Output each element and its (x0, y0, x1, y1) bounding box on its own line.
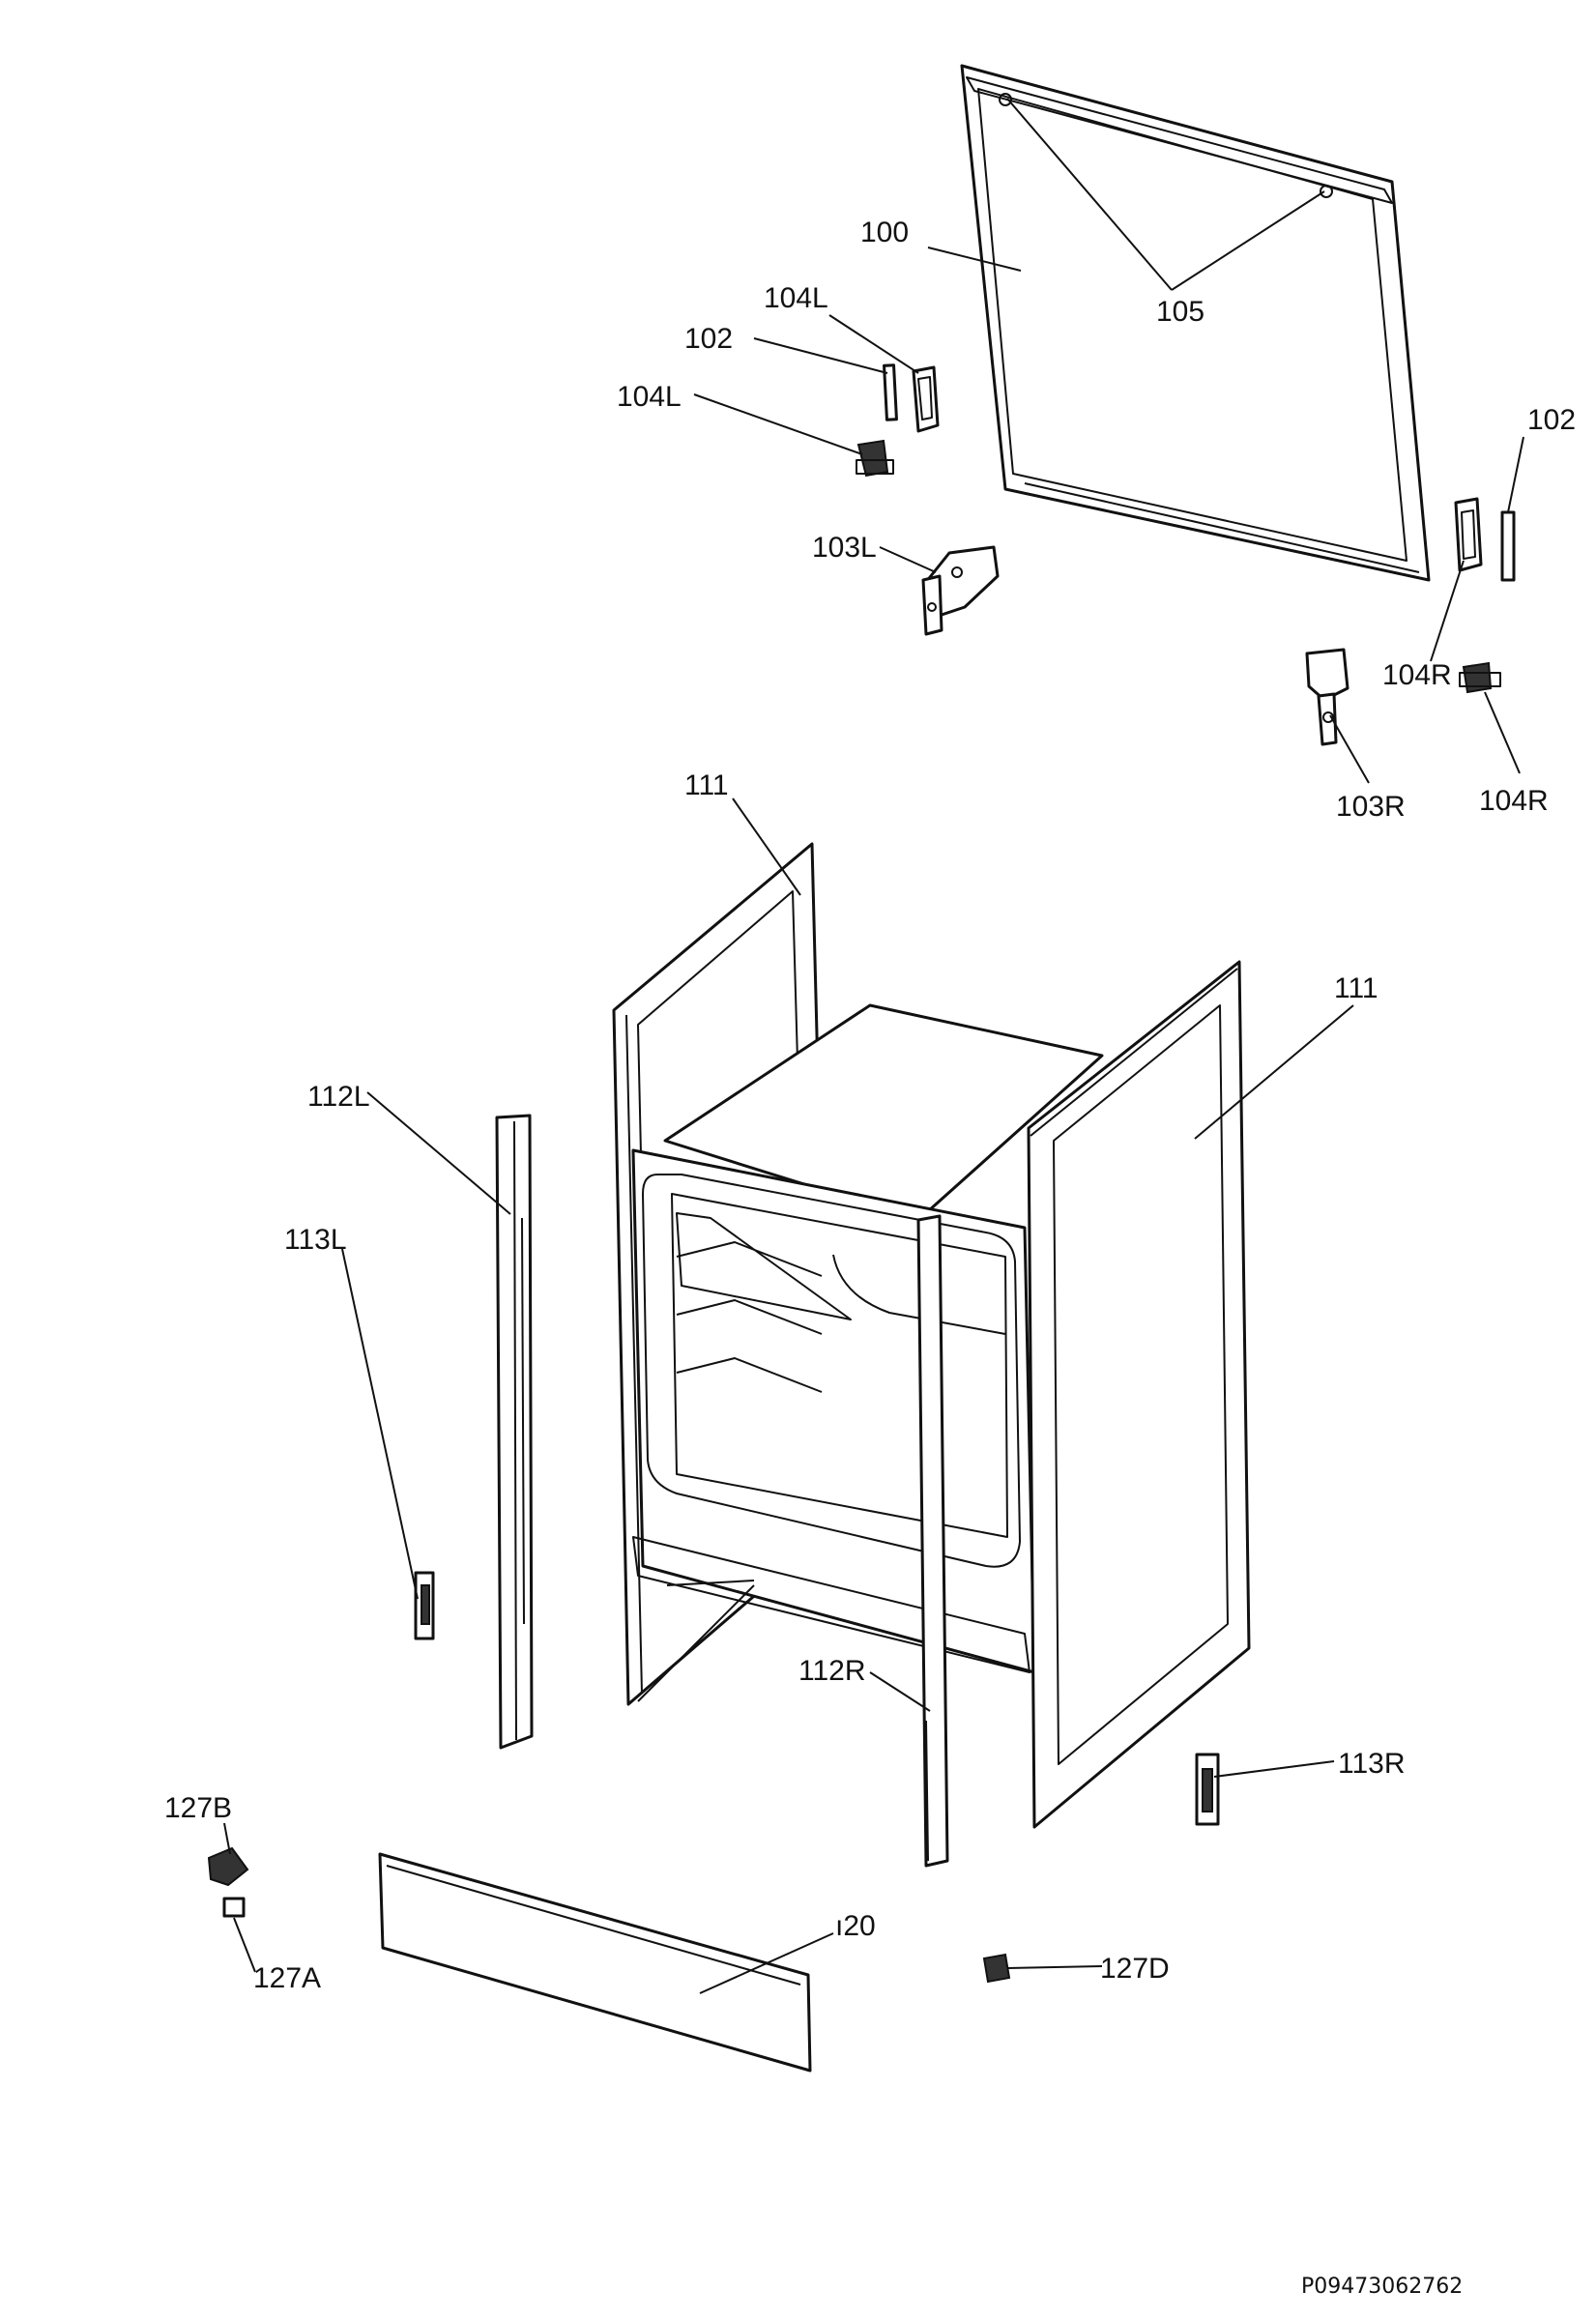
label-120: ı20 (835, 1910, 876, 1942)
label-111-left: 111 (684, 769, 729, 801)
label-127B: 127B (164, 1792, 232, 1824)
part-113R-bracket (1195, 1753, 1220, 1826)
part-102-left-strip (883, 363, 898, 421)
part-127B-clip (207, 1846, 249, 1887)
callout-labels: 100 105 104L 102 104L 103L 102 104R 104R… (164, 217, 1576, 1994)
label-104L-mid: 104L (617, 381, 682, 413)
part-127A-block (222, 1897, 246, 1918)
part-120-plinth (378, 1852, 812, 2073)
label-103R: 103R (1336, 791, 1406, 823)
part-127D-clip (982, 1953, 1011, 1984)
label-105: 105 (1156, 296, 1204, 328)
label-102-right: 102 (1527, 404, 1576, 436)
label-102-left: 102 (684, 323, 733, 355)
part-103L-bracket (921, 545, 1000, 636)
part-104L-upper-hinge (912, 365, 940, 433)
label-112L: 112L (307, 1081, 370, 1113)
part-104R-lower-hinge (1459, 661, 1501, 694)
label-111-right: 111 (1334, 972, 1378, 1004)
part-112R-right-rail (916, 1214, 949, 1868)
part-104R-upper-hinge (1454, 497, 1483, 572)
part-103R-bracket (1305, 648, 1349, 746)
label-100: 100 (860, 217, 909, 248)
document-code: P09473062762 (1301, 2275, 1463, 2299)
label-103L: 103L (812, 532, 877, 564)
part-100-top-frame (960, 64, 1431, 582)
part-113L-bracket (414, 1571, 435, 1640)
part-111-right-side-panel (1027, 960, 1251, 1829)
label-113R: 113R (1338, 1748, 1406, 1780)
label-104R-right: 104R (1479, 785, 1549, 817)
leader-lines (223, 98, 1524, 1994)
label-127A: 127A (253, 1962, 321, 1994)
label-127D: 127D (1100, 1953, 1170, 1985)
part-112L-left-rail (495, 1114, 534, 1750)
label-104L-top: 104L (764, 282, 828, 314)
part-102-right-strip (1500, 510, 1516, 582)
part-104L-lower-hinge (856, 439, 894, 478)
label-112R: 112R (798, 1655, 866, 1687)
label-113L: 113L (284, 1224, 347, 1256)
label-104R-left: 104R (1382, 659, 1452, 691)
